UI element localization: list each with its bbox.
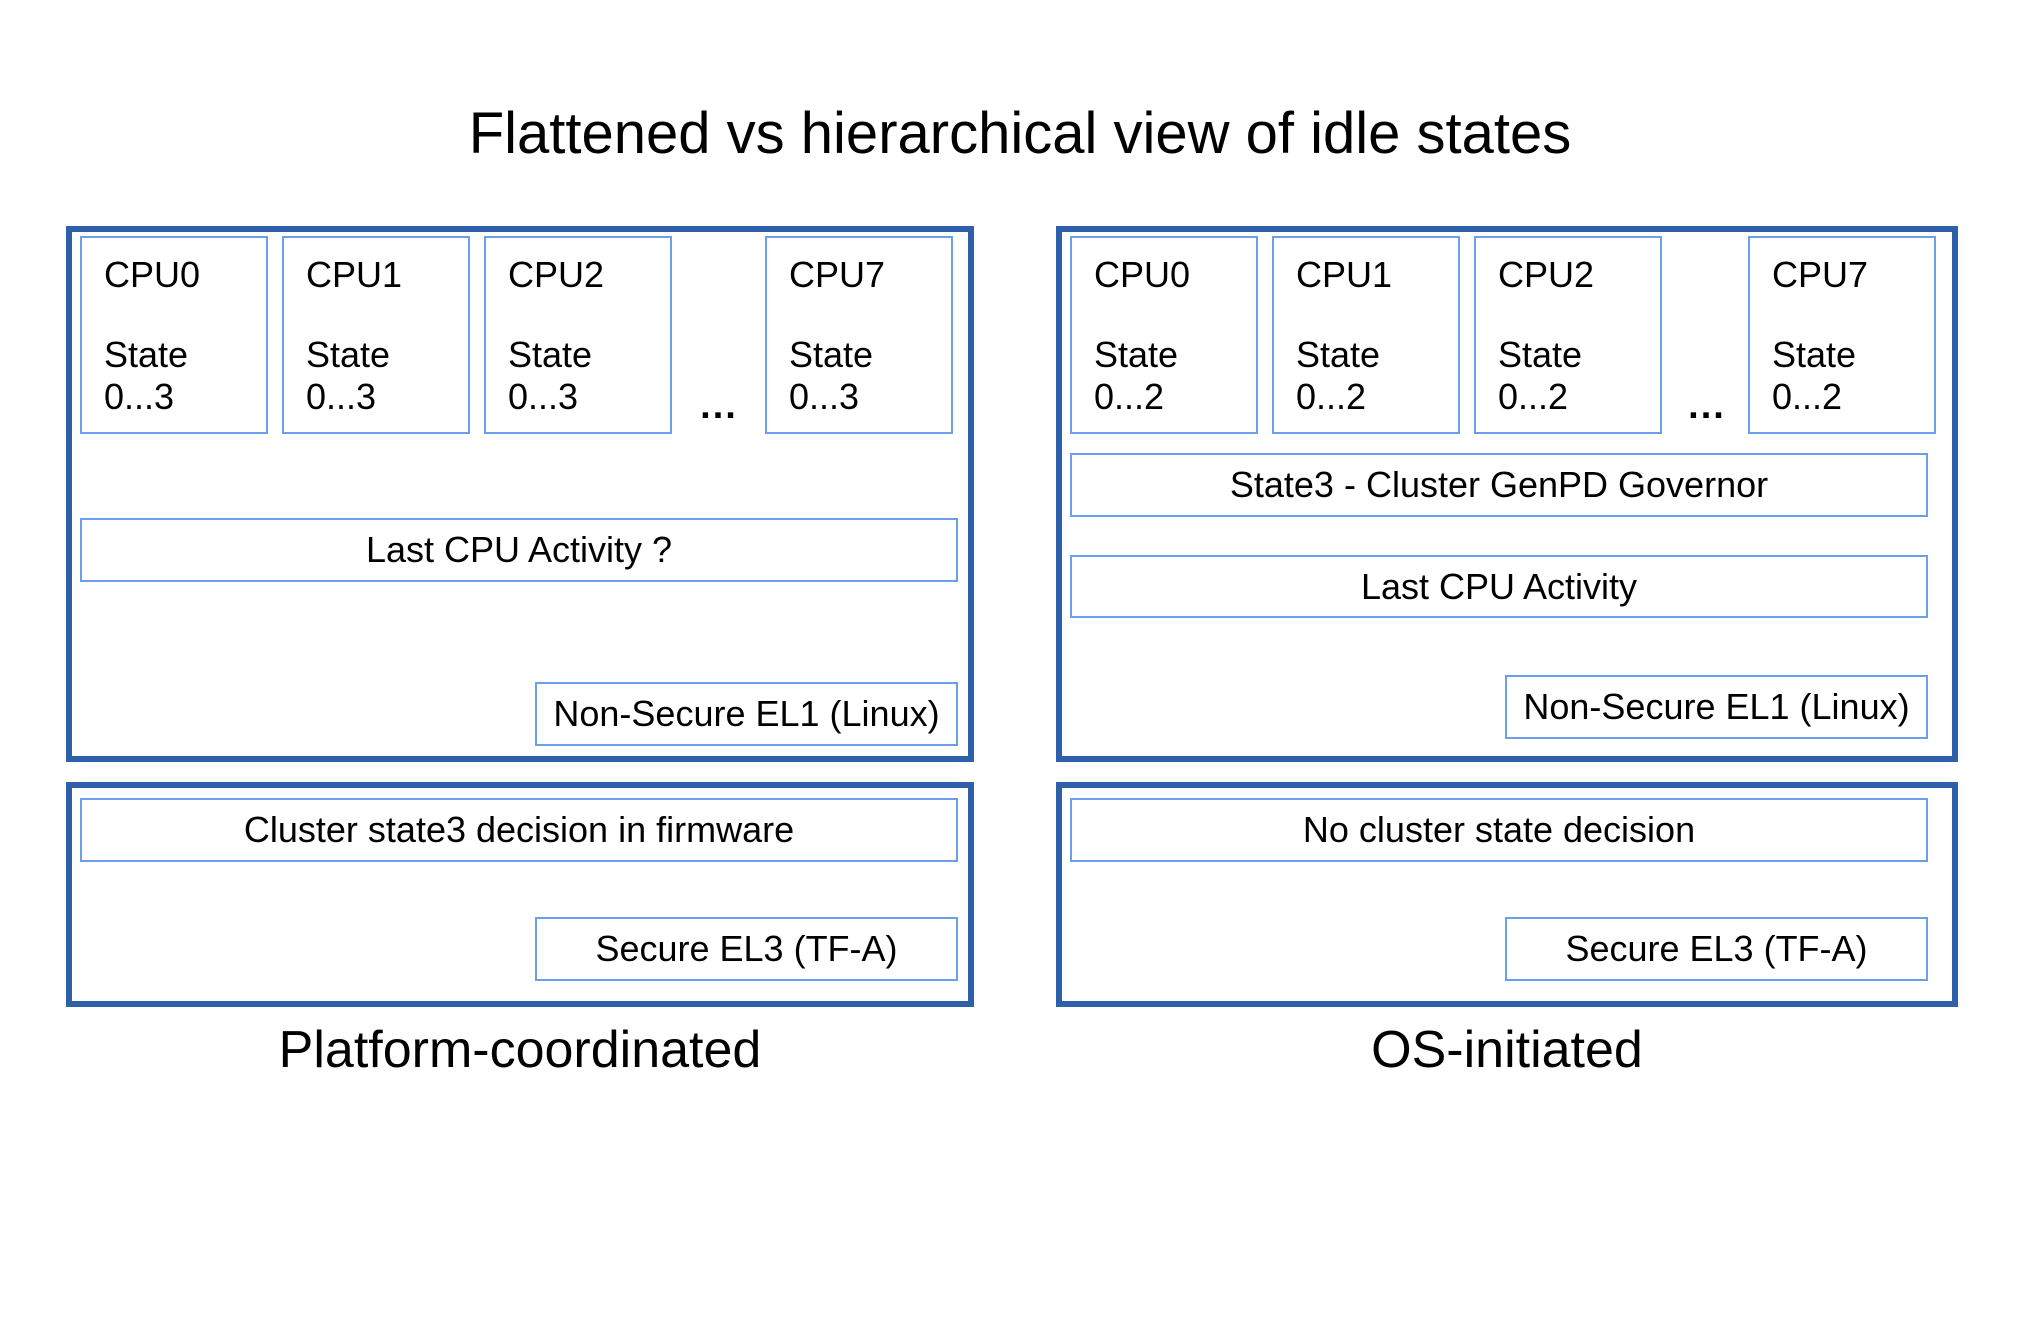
cpu-state-range: State 0...2 [1296, 334, 1381, 417]
cpu-name: CPU0 [1094, 254, 1191, 295]
cluster-decision-label: Cluster state3 decision in firmware [243, 809, 795, 850]
non-secure-el1-box: Non-Secure EL1 (Linux) [535, 682, 958, 746]
os-initiated-secure-world-box: No cluster state decision Secure EL3 (TF… [1056, 782, 1958, 1007]
cluster-decision-box: Cluster state3 decision in firmware [80, 798, 958, 862]
cpu-name: CPU7 [789, 254, 886, 295]
cpu-name: CPU0 [104, 254, 201, 295]
cpu-state-range: State 0...3 [306, 334, 391, 417]
cpu-state-range: State 0...3 [104, 334, 189, 417]
os-initiated-caption: OS-initiated [1371, 1021, 1643, 1079]
non-secure-el1-box: Non-Secure EL1 (Linux) [1505, 675, 1928, 739]
cpu-state-range: State 0...2 [1498, 334, 1583, 417]
cpu-box: CPU2 State 0...2 [1474, 236, 1662, 434]
cpu-box: CPU7 State 0...2 [1748, 236, 1936, 434]
cpu-box: CPU0 State 0...2 [1070, 236, 1258, 434]
cpu-name: CPU2 [1498, 254, 1595, 295]
cluster-decision-label: No cluster state decision [1302, 809, 1696, 850]
non-secure-el1-label: Non-Secure EL1 (Linux) [1523, 686, 1910, 727]
last-cpu-activity-box: Last CPU Activity ? [80, 518, 958, 582]
cpu-name: CPU2 [508, 254, 605, 295]
cluster-genpd-governor-box: State3 - Cluster GenPD Governor [1070, 453, 1928, 517]
cluster-genpd-governor-label: State3 - Cluster GenPD Governor [1229, 464, 1769, 505]
cpu-name: CPU1 [306, 254, 403, 295]
cluster-decision-box: No cluster state decision [1070, 798, 1928, 862]
platform-coordinated-secure-world-box: Cluster state3 decision in firmware Secu… [66, 782, 974, 1007]
cpu-box: CPU7 State 0...3 [765, 236, 953, 434]
cpu-box: CPU0 State 0...3 [80, 236, 268, 434]
ellipsis-more-cpus: ... [1688, 385, 1726, 427]
cpu-state-range: State 0...2 [1094, 334, 1179, 417]
last-cpu-activity-label: Last CPU Activity [1360, 565, 1638, 607]
secure-el3-label: Secure EL3 (TF-A) [1565, 928, 1868, 969]
cpu-state-range: State 0...3 [508, 334, 593, 417]
platform-coordinated-nonsecure-world-box: CPU0 State 0...3 CPU1 State 0...3 CPU2 S… [66, 226, 974, 762]
platform-coordinated-caption: Platform-coordinated [278, 1021, 762, 1079]
secure-el3-label: Secure EL3 (TF-A) [595, 928, 898, 969]
cpu-name: CPU7 [1772, 254, 1869, 295]
non-secure-el1-label: Non-Secure EL1 (Linux) [553, 693, 940, 734]
cpu-name: CPU1 [1296, 254, 1393, 295]
cpu-state-range: State 0...3 [789, 334, 874, 417]
cpu-box: CPU1 State 0...3 [282, 236, 470, 434]
cpu-box: CPU2 State 0...3 [484, 236, 672, 434]
secure-el3-box: Secure EL3 (TF-A) [535, 917, 958, 981]
slide-title: Flattened vs hierarchical view of idle s… [468, 101, 1572, 166]
last-cpu-activity-box: Last CPU Activity [1070, 555, 1928, 618]
ellipsis-more-cpus: ... [700, 385, 738, 427]
secure-el3-box: Secure EL3 (TF-A) [1505, 917, 1928, 981]
os-initiated-nonsecure-world-box: CPU0 State 0...2 CPU1 State 0...2 CPU2 S… [1056, 226, 1958, 762]
cpu-state-range: State 0...2 [1772, 334, 1857, 417]
cpu-box: CPU1 State 0...2 [1272, 236, 1460, 434]
last-cpu-activity-label: Last CPU Activity ? [365, 529, 673, 570]
